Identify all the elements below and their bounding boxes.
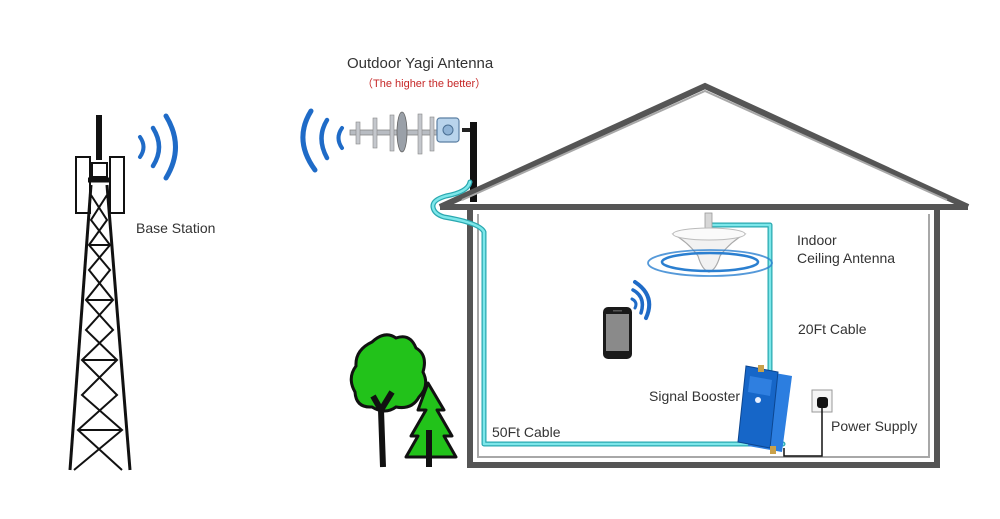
house-outline	[438, 82, 970, 468]
yagi-antenna	[349, 111, 474, 155]
house-inner-outline	[461, 89, 948, 458]
power-cord	[783, 408, 823, 457]
tower-signal-icon	[138, 113, 178, 181]
cable-50ft-label: 50Ft Cable	[492, 424, 561, 440]
cable-20ft-label: 20Ft Cable	[798, 321, 867, 337]
ceiling-antenna-signal-icon	[647, 249, 773, 277]
cell-tower	[68, 115, 132, 471]
tree-large	[349, 333, 428, 468]
indoor-antenna-label-line1: Indoor	[797, 232, 837, 248]
power-adapter	[817, 397, 828, 408]
cable-path	[430, 179, 786, 447]
signal-booster-device	[737, 365, 792, 454]
power-supply-label: Power Supply	[831, 418, 917, 434]
phone-icon	[603, 307, 632, 359]
antenna-note: （The higher the better）	[362, 77, 486, 90]
signal-booster-label: Signal Booster	[649, 388, 740, 404]
ceiling-antenna	[671, 212, 747, 273]
yagi-signal-icon	[300, 108, 344, 173]
antenna-mast	[470, 122, 477, 202]
indoor-antenna-label-line2: Ceiling Antenna	[797, 250, 895, 266]
antenna-title: Outdoor Yagi Antenna	[347, 55, 494, 72]
phone-signal-icon	[630, 280, 652, 320]
tree-small	[404, 381, 458, 467]
base-station-label: Base Station	[136, 220, 215, 236]
